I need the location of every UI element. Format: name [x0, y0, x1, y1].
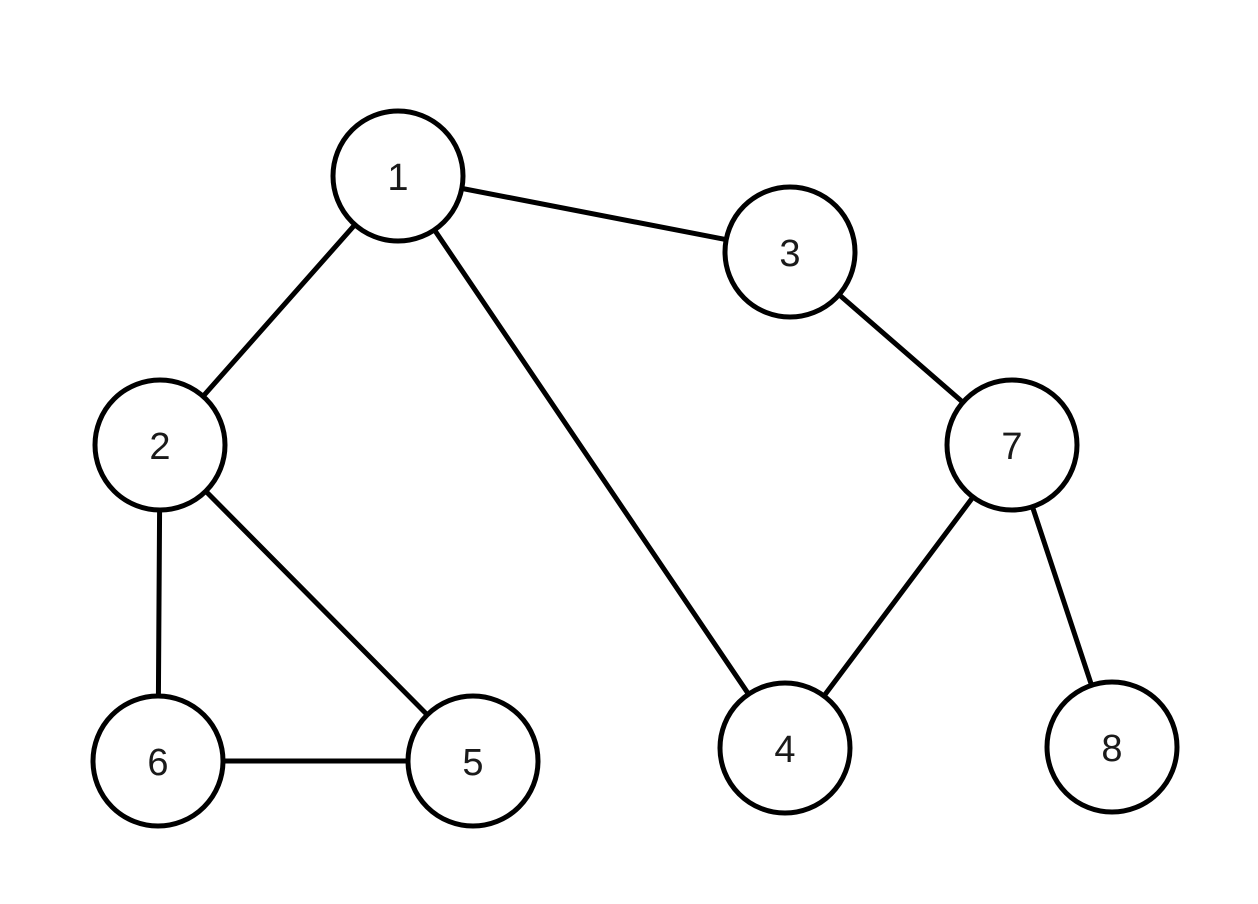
node-circle-7 [944, 377, 1080, 513]
node-layer: 1 2 3 4 5 6 7 8 [90, 108, 1180, 829]
node-label-8: 8 [1101, 728, 1122, 770]
node-circle-1 [330, 108, 466, 244]
node-label-4: 4 [774, 729, 795, 771]
node-label-5: 5 [462, 742, 483, 784]
edge-2-5 [157, 442, 476, 764]
node-label-2: 2 [149, 426, 170, 468]
node-circle-3 [722, 184, 858, 320]
node-4: 4 [717, 680, 853, 816]
node-circle-8 [1044, 679, 1180, 815]
node-6: 6 [90, 693, 226, 829]
node-8: 8 [1044, 679, 1180, 815]
node-label-1: 1 [387, 157, 408, 199]
node-circle-4 [717, 680, 853, 816]
node-label-6: 6 [147, 742, 168, 784]
node-1: 1 [330, 108, 466, 244]
edge-1-4 [395, 173, 788, 751]
node-7: 7 [944, 377, 1080, 513]
node-label-3: 3 [779, 233, 800, 275]
node-5: 5 [405, 693, 541, 829]
node-circle-5 [405, 693, 541, 829]
node-3: 3 [722, 184, 858, 320]
node-2: 2 [92, 377, 228, 513]
node-circle-6 [90, 693, 226, 829]
node-label-7: 7 [1001, 426, 1022, 468]
node-circle-2 [92, 377, 228, 513]
